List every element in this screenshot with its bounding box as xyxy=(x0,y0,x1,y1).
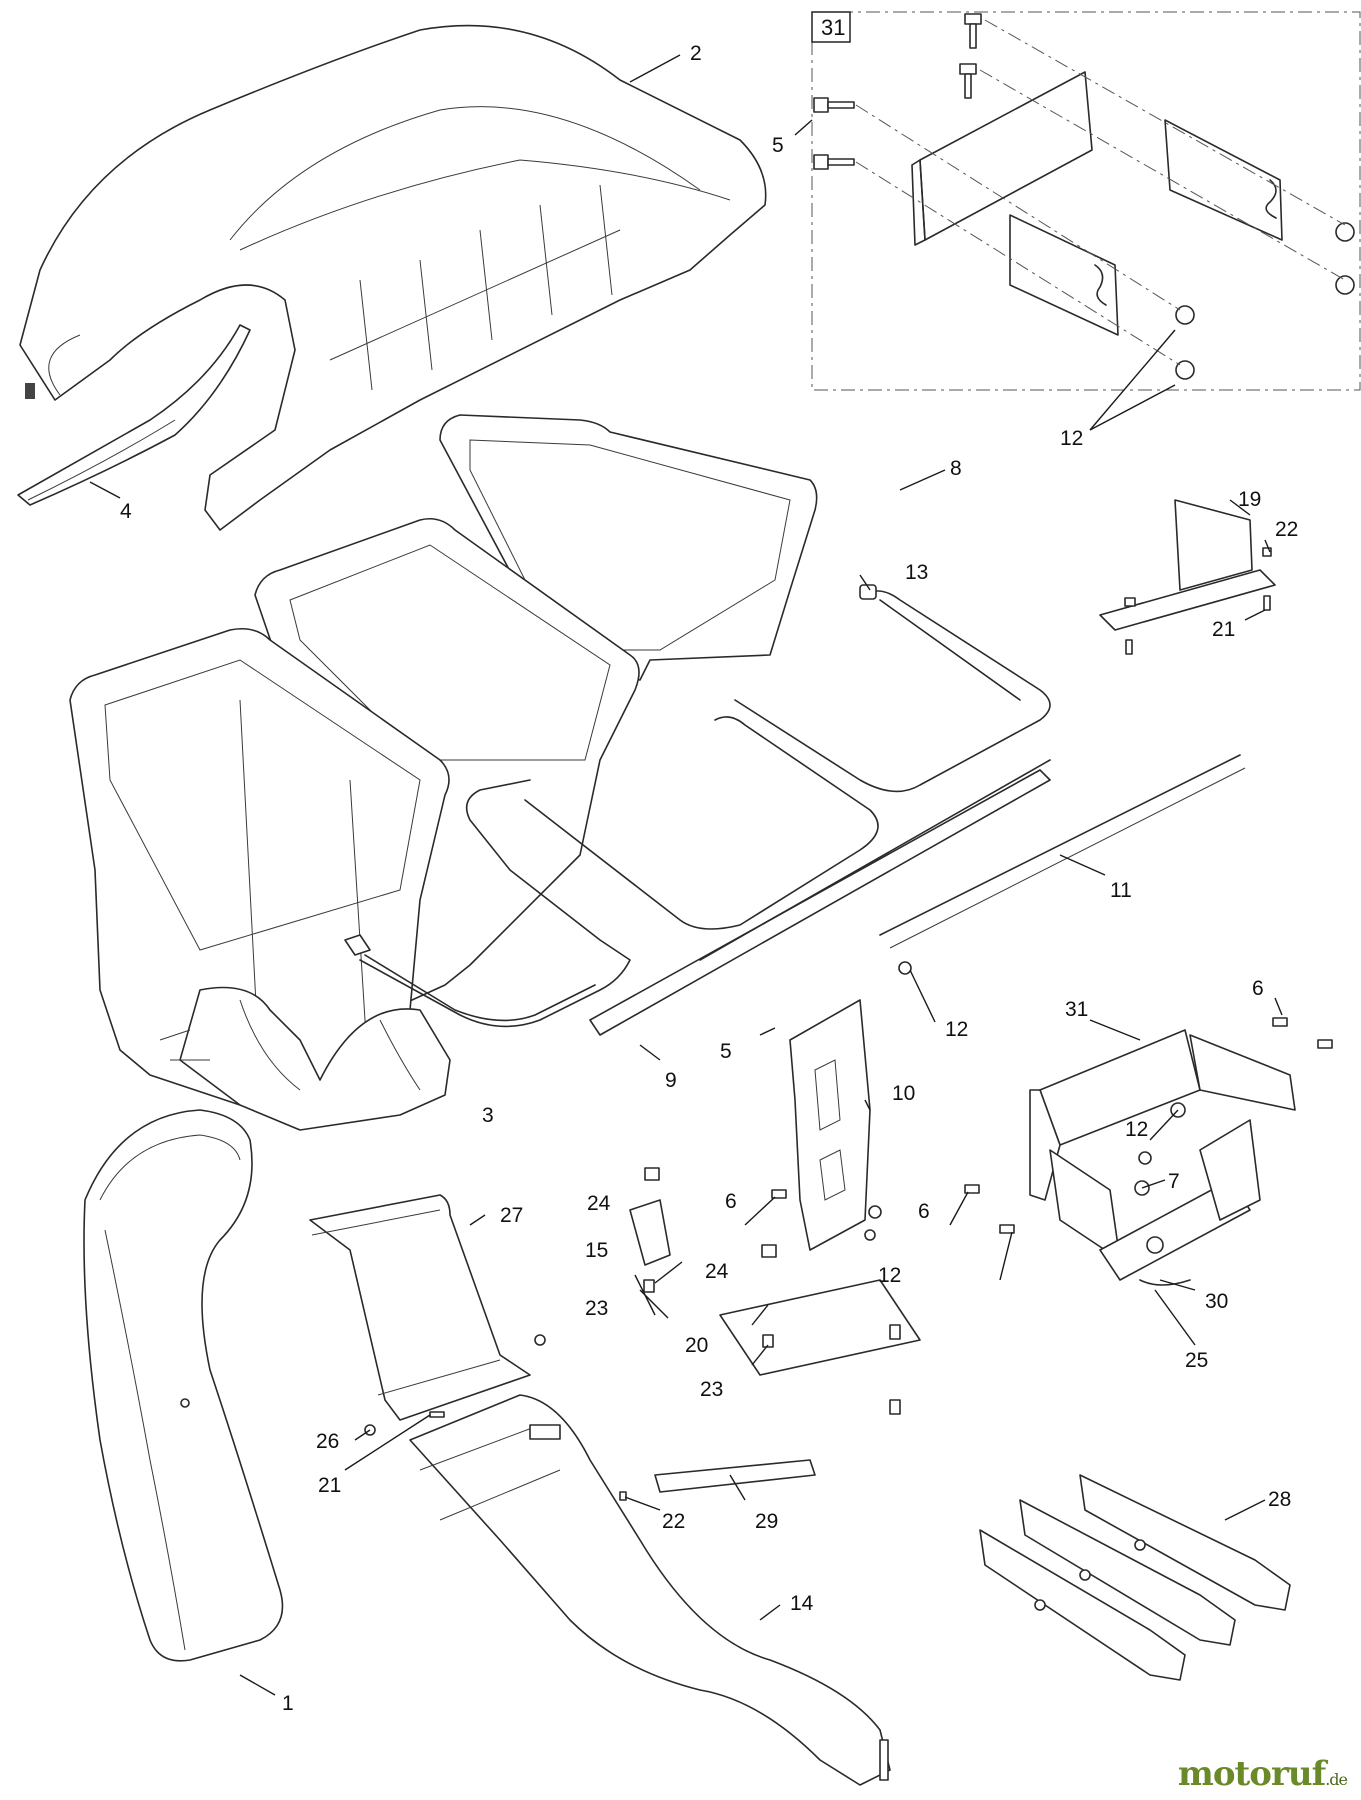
callout-6-b: 6 xyxy=(725,1190,737,1213)
inset-label-box xyxy=(811,11,851,43)
mower-blades xyxy=(979,1474,1291,1681)
callout-26: 26 xyxy=(316,1430,339,1453)
callout-8: 8 xyxy=(950,457,962,480)
callout-29: 29 xyxy=(755,1510,778,1533)
callout-10: 10 xyxy=(892,1082,915,1105)
callout-12-c: 12 xyxy=(878,1264,901,1287)
retaining-strap xyxy=(654,1459,816,1493)
callout-12-a: 12 xyxy=(945,1018,968,1041)
elbow-tube xyxy=(83,1109,284,1662)
callout-20: 20 xyxy=(685,1334,708,1357)
callout-7: 7 xyxy=(1168,1170,1180,1193)
callout-24-b: 24 xyxy=(705,1260,729,1283)
callout-21: 21 xyxy=(318,1474,341,1497)
callout-3: 3 xyxy=(482,1104,494,1127)
callout-27: 27 xyxy=(500,1204,523,1227)
baffle-plate xyxy=(17,324,251,506)
hardware xyxy=(364,961,1333,1501)
callout-2: 2 xyxy=(690,42,702,65)
callout-22: 22 xyxy=(662,1510,685,1533)
callout-15: 15 xyxy=(585,1239,608,1262)
plug xyxy=(859,584,877,600)
watermark-domain: .de xyxy=(1325,1770,1348,1789)
inset-label: 31 xyxy=(821,15,845,40)
support-rod xyxy=(879,754,1246,949)
watermark-brand: motoruf xyxy=(1177,1754,1326,1794)
callout-23-b: 23 xyxy=(700,1378,723,1401)
chute-tube xyxy=(309,1194,531,1421)
callout-6-a: 6 xyxy=(1252,977,1264,1000)
callout-31: 31 xyxy=(1065,998,1088,1021)
callout-14: 14 xyxy=(790,1592,814,1615)
watermark-logo: motoruf.de xyxy=(1177,1754,1348,1794)
mount-plate xyxy=(789,999,876,1251)
callout-21-top: 21 xyxy=(1212,618,1235,641)
callout-23-a: 23 xyxy=(585,1297,608,1320)
callout-30: 30 xyxy=(1205,1290,1228,1313)
callout-9: 9 xyxy=(665,1069,677,1092)
callout-19: 19 xyxy=(1238,488,1261,511)
callout-6-c: 6 xyxy=(918,1200,930,1223)
callout-5: 5 xyxy=(720,1040,732,1063)
callout-numbers: 2 5 12 4 8 13 19 22 21 11 12 5 9 3 31 6 … xyxy=(120,42,1298,1715)
chute-adapter xyxy=(159,986,451,1131)
callout-22-top: 22 xyxy=(1275,518,1298,541)
lower-discharge-tube xyxy=(409,1394,891,1786)
callout-13: 13 xyxy=(905,561,928,584)
deflector-bracket xyxy=(1099,499,1276,655)
bag-frame xyxy=(344,590,1051,1036)
grass-bags xyxy=(69,414,818,1111)
callout-5-inset: 5 xyxy=(772,134,784,157)
callout-28: 28 xyxy=(1268,1488,1291,1511)
grass-bag-cover xyxy=(19,24,767,531)
callout-1: 1 xyxy=(282,1692,294,1715)
leader-lines xyxy=(89,54,1283,1696)
callout-12-inset: 12 xyxy=(1060,427,1083,450)
callout-12-b: 12 xyxy=(1125,1118,1148,1141)
callout-24-a: 24 xyxy=(587,1192,611,1215)
callout-4: 4 xyxy=(120,500,132,523)
inset-assembly-31: 31 xyxy=(811,11,1361,391)
callout-11: 11 xyxy=(1110,879,1132,902)
callout-25: 25 xyxy=(1185,1349,1208,1372)
hitch-bracket-assembly xyxy=(1029,1029,1296,1286)
